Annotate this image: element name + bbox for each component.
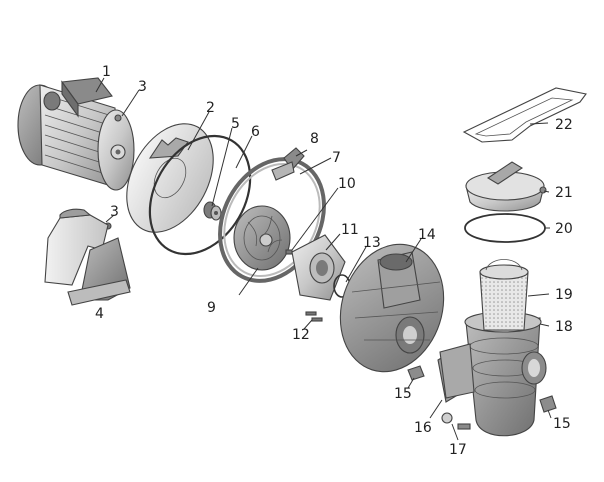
shaft-seal-part (203, 201, 222, 221)
impeller-part (233, 205, 291, 271)
o-ring-large-part (148, 134, 252, 256)
callout-9-label: 9 (207, 300, 216, 316)
prefilter-body-part (439, 311, 547, 437)
lid-o-ring-part (464, 213, 546, 243)
callout-3-base-label: 3 (110, 204, 119, 220)
callout-12-label: 12 (292, 327, 310, 343)
lid-part (465, 161, 547, 212)
callout-17-label: 17 (449, 442, 467, 458)
callout-6-label: 6 (251, 124, 260, 140)
callout-5-label: 5 (231, 116, 240, 132)
callout-15-left-label: 15 (394, 386, 412, 402)
callout-4-label: 4 (95, 306, 104, 322)
callout-22-label: 22 (555, 117, 573, 133)
base-part (44, 208, 131, 306)
callout-21-label: 21 (555, 185, 573, 201)
drain-plug-left-part (407, 365, 425, 381)
callout-7-label: 7 (332, 150, 341, 166)
callout-16-label: 16 (414, 420, 432, 436)
callout-1-label: 1 (102, 64, 111, 80)
leader-lines (95, 77, 552, 441)
callout-2-label: 2 (206, 100, 215, 116)
basket-part (479, 259, 529, 331)
motor-part (17, 77, 135, 191)
clamp-knob-part (271, 147, 305, 181)
lid-wrench-part (462, 87, 587, 143)
callout-18-label: 18 (555, 319, 573, 335)
callout-14-label: 14 (418, 227, 436, 243)
callout-3-top-label: 3 (138, 79, 147, 95)
callout-labels: 1 2 3 3 4 5 6 7 8 9 10 11 12 13 14 15 15… (95, 64, 573, 458)
bolts-part (441, 412, 471, 430)
callout-13-label: 13 (363, 235, 381, 251)
callout-15-right-label: 15 (553, 416, 571, 432)
drain-plug-right-part (539, 395, 557, 413)
callout-8-label: 8 (310, 131, 319, 147)
front-plate-part (126, 123, 214, 233)
callout-11-label: 11 (341, 222, 359, 238)
callout-10-label: 10 (338, 176, 356, 192)
diffuser-part (291, 234, 346, 301)
callout-19-label: 19 (555, 287, 573, 303)
pump-housing-part (339, 243, 445, 373)
impeller-screw-part (285, 249, 293, 255)
screw-top-part (114, 114, 122, 122)
diffuser-screws-part (305, 311, 323, 322)
callout-20-label: 20 (555, 221, 573, 237)
